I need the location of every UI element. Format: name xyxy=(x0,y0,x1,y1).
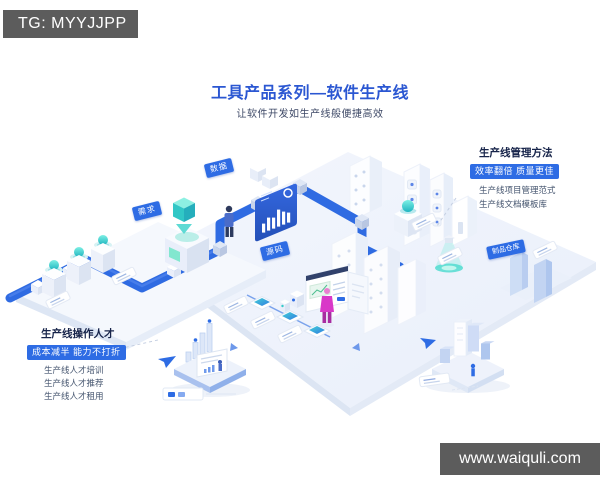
website-watermark: www.waiquli.com xyxy=(440,443,600,475)
arrow-icon xyxy=(352,343,360,351)
stats-billboard xyxy=(255,183,297,242)
page-subtitle: 让软件开发如生产线般便捷高效 xyxy=(236,109,384,120)
arrow-icon xyxy=(230,343,238,351)
hologram-pedestal xyxy=(165,197,234,273)
operator-figure xyxy=(320,288,334,327)
back-buildings xyxy=(250,155,382,223)
talent-item-list: 生产线人才培训 生产线人才推荐 生产线人才租用 xyxy=(44,364,177,403)
control-screen xyxy=(280,265,369,327)
talent-item: 生产线人才推荐 xyxy=(44,378,104,388)
operation-talent-block: 生产线操作人才 成本减半 能力不打折 生产线人才培训 生产线人才推荐 生产线人才… xyxy=(27,326,177,403)
management-item: 生产线文档模板库 xyxy=(479,199,548,209)
process-platforms xyxy=(222,294,331,344)
page-title: 工具产品系列—软件生产线 xyxy=(210,85,409,102)
talent-badge: 成本减半 能力不打折 xyxy=(27,345,126,360)
talent-item: 生产线人才培训 xyxy=(44,365,104,375)
management-item: 生产线项目管理范式 xyxy=(479,185,556,195)
paper-plane-icon xyxy=(420,338,436,349)
right-portal xyxy=(500,252,572,303)
talent-item: 生产线人才租用 xyxy=(44,391,104,401)
printer-machines xyxy=(280,290,304,312)
growth-mini-scene xyxy=(418,319,510,393)
server-towers xyxy=(403,163,477,248)
telegram-watermark: TG: MYYJJPP xyxy=(3,10,138,38)
management-block-title: 生产线管理方法 xyxy=(479,147,553,159)
direction-arrows xyxy=(158,338,436,368)
talent-mini-scene xyxy=(162,319,250,401)
paper-plane-icon xyxy=(158,356,176,368)
management-methods-block: 生产线管理方法 效率翻倍 质量更佳 生产线项目管理范式 生产线文档模板库 xyxy=(470,145,600,211)
management-item-list: 生产线项目管理范式 生产线文档模板库 xyxy=(479,183,600,211)
talent-block-title: 生产线操作人才 xyxy=(41,328,115,340)
worker-figure xyxy=(224,205,234,237)
management-badge: 效率翻倍 质量更佳 xyxy=(470,164,560,179)
